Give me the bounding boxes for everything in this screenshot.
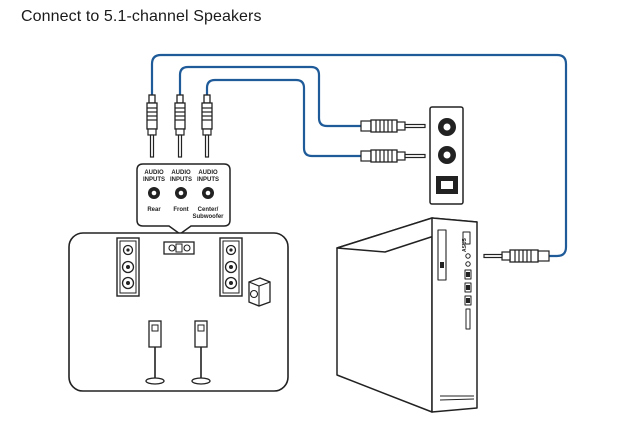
jack-rear: AUDIO INPUTS Rear [143,170,165,213]
audio-plug-icon [201,94,213,158]
rear-audio-port-panel [429,106,464,205]
audio-plug-icon [174,94,186,158]
jack-label-rear: Rear [147,207,161,213]
optical-port-icon [436,176,458,194]
audio-cables [150,53,568,258]
jack-line1: AUDIO [198,170,218,176]
jack-front: AUDIO INPUTS Front [170,170,192,213]
subwoofer-icon [248,277,271,307]
jack-line1: AUDIO [171,170,191,176]
audio-plug-icon [360,149,426,163]
cable-outer-to-pc-front [150,53,568,258]
jack-label-front: Front [173,207,188,213]
jack-line2: INPUTS [170,177,192,183]
audio-plug-icon [146,94,158,158]
audio-plug-icon [483,249,550,263]
cable-inner-to-port-bottom [205,78,362,158]
speaker-icon [163,241,195,255]
speaker-layout-panel [68,232,289,392]
jack-line2: INPUTS [143,177,165,183]
speaker-icon [116,237,140,297]
audio-plug-icon [360,119,426,133]
page-title: Connect to 5.1-channel Speakers [21,8,262,25]
speaker-icon [219,237,243,297]
jack-line1: AUDIO [144,170,164,176]
speaker-jack-box: AUDIO INPUTS Rear AUDIO INPUTS Front AUD… [136,163,231,235]
jack-label-center: Center/ [198,207,219,213]
jack-line2: INPUTS [197,177,219,183]
desktop-pc-icon: ASUS [336,217,478,413]
jack-label-subwoofer: Subwoofer [193,214,225,220]
svg-text:ASUS: ASUS [462,237,468,252]
cable-middle-to-port-top [178,65,362,128]
jack-center-subwoofer: AUDIO INPUTS Center/ Subwoofer [193,170,225,220]
